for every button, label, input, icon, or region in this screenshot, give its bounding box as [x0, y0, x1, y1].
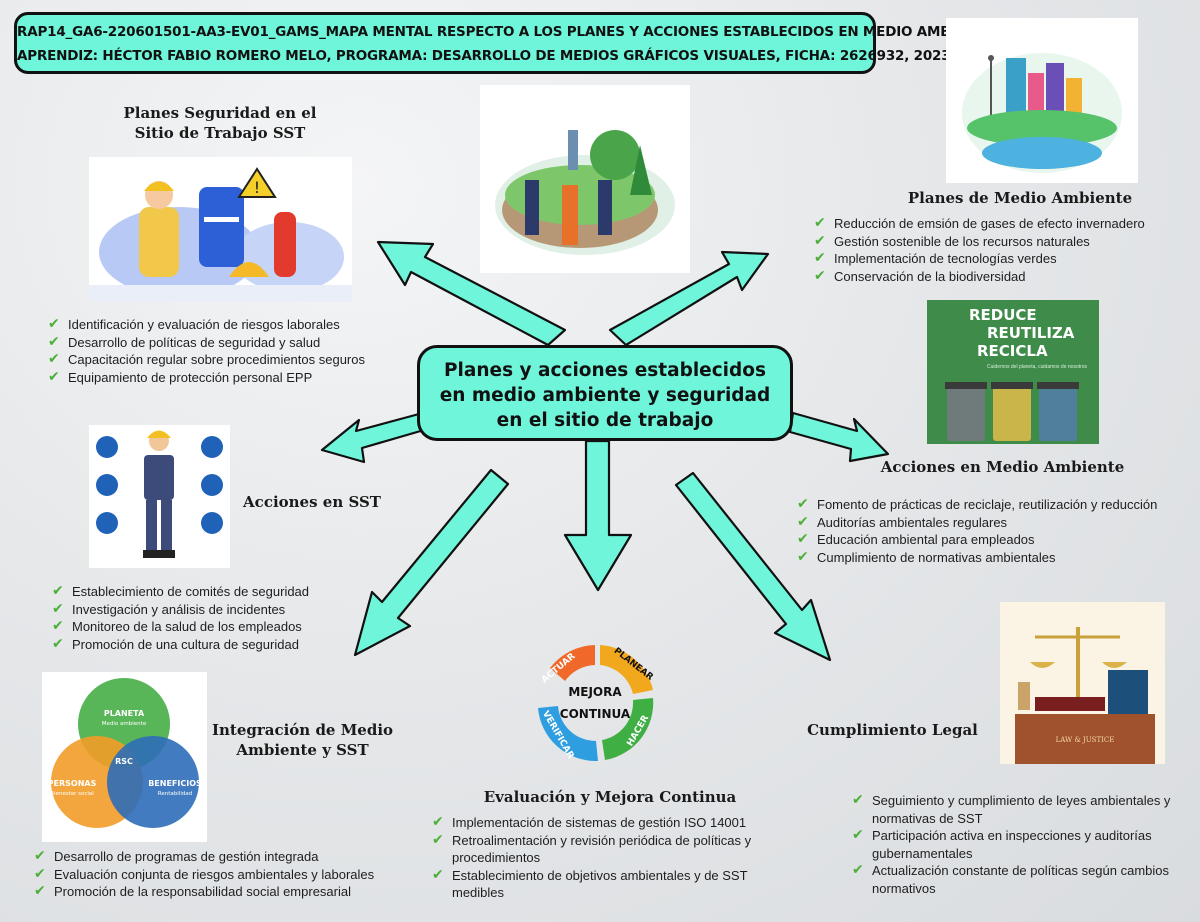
list-item: Reducción de emsión de gases de efecto i…: [814, 215, 1174, 233]
arrow-to-acciones-ma: [788, 411, 890, 463]
recycle-caption: Cuidemos del planeta, cuidamos de nosotr…: [987, 364, 1088, 370]
list-item: Participación activa en inspecciones y a…: [852, 827, 1192, 862]
list-item: Implementación de tecnologías verdes: [814, 250, 1174, 268]
venn-right-sublabel: Rentabilidad: [158, 791, 192, 797]
evaluacion-list: Implementación de sistemas de gestión IS…: [432, 814, 777, 902]
list-item: Establecimiento de objetivos ambientales…: [432, 867, 777, 902]
venn-left-label: PERSONAS: [48, 779, 97, 788]
central-line-2: en medio ambiente y seguridad: [439, 385, 771, 406]
list-item: Fomento de prácticas de reciclaje, reuti…: [797, 496, 1187, 514]
list-item: Actualización constante de políticas seg…: [852, 862, 1192, 897]
list-item: Promoción de una cultura de seguridad: [52, 636, 382, 654]
list-item: Desarrollo de políticas de seguridad y s…: [48, 334, 388, 352]
list-item: Evaluación conjunta de riesgos ambiental…: [34, 866, 414, 884]
list-item: Auditorías ambientales regulares: [797, 514, 1187, 532]
ppe-worker-image: [89, 425, 230, 568]
list-item: Conservación de la biodiversidad: [814, 268, 1174, 286]
legal-heading: Cumplimiento Legal: [807, 721, 978, 739]
list-item: Gestión sostenible de los recursos natur…: [814, 233, 1174, 251]
mejora-continua-cycle: MEJORA CONTINUA PLANEAR HACER VERIFICAR …: [538, 645, 655, 762]
law-plaque-label: LAW & JUSTICE: [1056, 736, 1115, 744]
acciones-sst-heading: Acciones en SST: [243, 493, 381, 511]
list-item: Seguimiento y cumplimiento de leyes ambi…: [852, 792, 1192, 827]
venn-right-label: BENEFICIOS: [148, 779, 202, 788]
planes-sst-heading: Planes Seguridad en el Sitio de Trabajo …: [123, 104, 317, 142]
title-line-2: APRENDIZ: HÉCTOR FABIO ROMERO MELO, PROG…: [17, 48, 951, 64]
cycle-center-line-1: MEJORA: [568, 685, 622, 699]
integracion-list: Desarrollo de programas de gestión integ…: [34, 848, 414, 901]
workers-planting-image: [480, 85, 690, 273]
list-item: Implementación de sistemas de gestión IS…: [432, 814, 777, 832]
list-item: Monitoreo de la salud de los empleados: [52, 618, 382, 636]
central-line-1: Planes y acciones establecidos: [444, 360, 766, 381]
venn-left-sublabel: Bienestar social: [50, 791, 94, 797]
list-item: Cumplimiento de normativas ambientales: [797, 549, 1187, 567]
list-item: Promoción de la responsabilidad social e…: [34, 883, 414, 901]
recycle-poster-image: REDUCE REUTILIZA RECICLA Cuidemos del pl…: [927, 300, 1099, 444]
arrow-to-planes-ma: [608, 250, 770, 347]
list-item: Equipamiento de protección personal EPP: [48, 369, 388, 387]
green-city-image: [946, 18, 1138, 183]
planes-ma-heading: Planes de Medio Ambiente: [907, 189, 1133, 207]
venn-top-label: PLANETA: [104, 709, 145, 718]
arrow-to-evaluacion: [563, 439, 633, 592]
title-line-1: RAP14_GA6-220601501-AA3-EV01_GAMS_MAPA M…: [17, 24, 1043, 40]
title-banner: RAP14_GA6-220601501-AA3-EV01_GAMS_MAPA M…: [14, 12, 1043, 74]
venn-top-sublabel: Medio ambiente: [102, 721, 147, 727]
rsc-venn-image: PLANETA Medio ambiente PERSONAS Bienesta…: [42, 672, 207, 842]
arrow-to-planes-sst: [376, 240, 567, 347]
list-item: Identificación y evaluación de riesgos l…: [48, 316, 388, 334]
list-item: Investigación y análisis de incidentes: [52, 601, 382, 619]
reduce-label: REDUCE: [969, 306, 1037, 324]
legal-list: Seguimiento y cumplimiento de leyes ambi…: [852, 792, 1192, 897]
recicla-label: RECICLA: [977, 342, 1048, 360]
acciones-sst-list: Establecimiento de comités de seguridad …: [52, 583, 382, 653]
central-node: Planes y acciones establecidos en medio …: [417, 345, 793, 441]
venn-center-label: RSC: [115, 757, 133, 766]
central-line-3: en el sitio de trabajo: [496, 410, 714, 431]
svg-text:!: !: [254, 178, 260, 197]
arrow-to-acciones-sst: [320, 412, 426, 464]
cycle-center-line-2: CONTINUA: [560, 707, 631, 721]
planes-sst-list: Identificación y evaluación de riesgos l…: [48, 316, 388, 386]
list-item: Capacitación regular sobre procedimiento…: [48, 351, 388, 369]
sst-worker-image: !: [89, 157, 352, 302]
arrow-to-legal: [674, 471, 832, 662]
acciones-ma-heading: Acciones en Medio Ambiente: [880, 458, 1125, 476]
evaluacion-heading: Evaluación y Mejora Continua: [483, 788, 737, 806]
acciones-ma-list: Fomento de prácticas de reciclaje, reuti…: [797, 496, 1187, 566]
reutiliza-label: REUTILIZA: [987, 324, 1075, 342]
integracion-heading: Integración de Medio Ambiente y SST: [211, 721, 394, 759]
planes-ma-list: Reducción de emsión de gases de efecto i…: [814, 215, 1174, 285]
law-justice-image: LAW & JUSTICE: [1000, 602, 1165, 764]
list-item: Educación ambiental para empleados: [797, 531, 1187, 549]
list-item: Retroalimentación y revisión periódica d…: [432, 832, 777, 867]
list-item: Desarrollo de programas de gestión integ…: [34, 848, 414, 866]
list-item: Establecimiento de comités de seguridad: [52, 583, 382, 601]
